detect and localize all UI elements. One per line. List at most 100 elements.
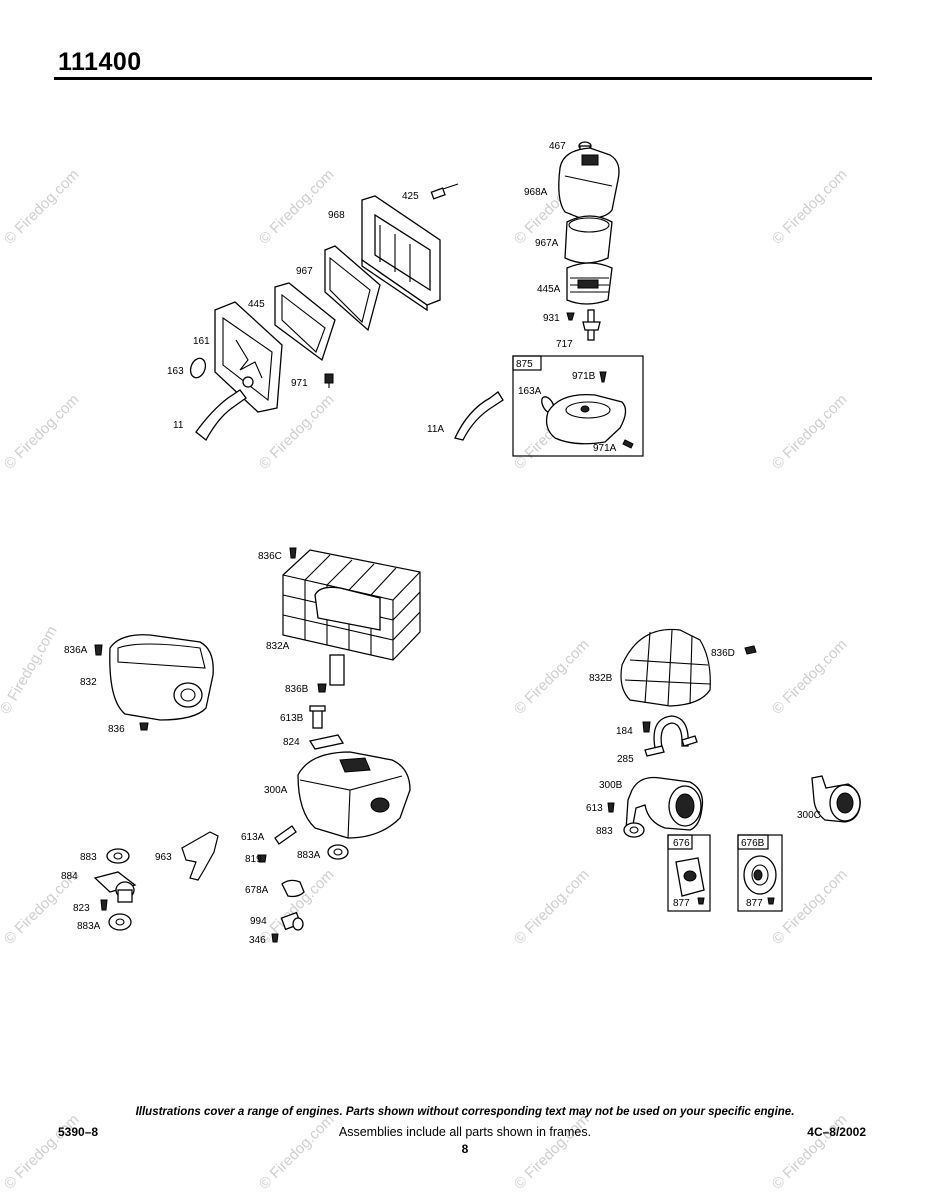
screw-971B xyxy=(599,371,607,383)
label-717: 717 xyxy=(556,339,573,350)
screw-836B xyxy=(317,683,327,693)
label-823: 823 xyxy=(73,903,90,914)
watermark-text: © Firedog.com xyxy=(256,866,338,948)
watermark-text: © Firedog.com xyxy=(256,166,338,248)
label-994: 994 xyxy=(250,916,267,927)
label-883: 883 xyxy=(80,852,97,863)
stud-717 xyxy=(582,309,601,341)
label-445: 445 xyxy=(248,299,265,310)
guard-832B xyxy=(620,628,711,707)
muffler-832 xyxy=(109,634,214,721)
precleaner-445 xyxy=(274,282,336,362)
base-875 xyxy=(545,393,627,445)
label-836D: 836D xyxy=(711,648,735,659)
label-836C: 836C xyxy=(258,551,282,562)
label-300B: 300B xyxy=(599,780,623,791)
label-832A: 832A xyxy=(266,641,290,652)
screw-425 xyxy=(430,183,459,200)
part-931 xyxy=(566,312,575,321)
footer-note: Illustrations cover a range of engines. … xyxy=(135,1106,795,1118)
bolt-613B xyxy=(309,705,326,729)
label-163A: 163A xyxy=(518,386,542,397)
watermark-text: © Firedog.com xyxy=(769,391,851,473)
label-445A: 445A xyxy=(537,284,561,295)
deflector-678A xyxy=(281,879,305,898)
screw-613 xyxy=(607,802,615,813)
label-968A: 968A xyxy=(524,187,548,198)
gasket-883 xyxy=(106,848,130,864)
oval-air-cleaner-assembly xyxy=(454,141,644,457)
label-676B: 676B xyxy=(741,838,765,849)
plate-824 xyxy=(308,734,345,750)
cover-968A xyxy=(558,147,620,219)
label-161: 161 xyxy=(193,336,210,347)
label-963: 963 xyxy=(155,852,172,863)
base-161 xyxy=(214,301,283,413)
label-836: 836 xyxy=(108,724,125,735)
frame-676B-tag xyxy=(737,834,769,850)
tube-11 xyxy=(195,389,247,441)
label-11: 11 xyxy=(173,420,184,431)
label-285: 285 xyxy=(617,754,634,765)
part-labels: 467 968A 967A 445A 931 717 875 971B 163A… xyxy=(61,141,821,946)
label-425: 425 xyxy=(402,191,419,202)
element-445A xyxy=(566,262,613,305)
label-875: 875 xyxy=(516,359,533,370)
label-877-a: 877 xyxy=(673,898,690,909)
part-346 xyxy=(271,933,279,943)
footer-assemblies-note: Assemblies include all parts shown in fr… xyxy=(338,1125,592,1139)
label-967A: 967A xyxy=(535,238,559,249)
label-931: 931 xyxy=(543,313,560,324)
gasket-883A-right xyxy=(327,844,349,860)
label-184: 184 xyxy=(616,726,633,737)
page-title: 111400 xyxy=(58,48,142,76)
watermark-text: © Firedog.com xyxy=(769,866,851,948)
watermark-text: © Firedog.com xyxy=(769,636,851,718)
frame-875-tag xyxy=(512,355,542,371)
filter-967 xyxy=(324,245,381,332)
label-877-b: 877 xyxy=(746,898,763,909)
label-824: 824 xyxy=(283,737,300,748)
frame-875 xyxy=(512,355,644,457)
label-836A: 836A xyxy=(64,645,88,656)
screw-836D xyxy=(744,645,757,655)
bracket-963 xyxy=(181,831,219,881)
screw-836C xyxy=(289,547,297,559)
footer-doc-number: 5390–8 xyxy=(58,1125,99,1139)
screw-823 xyxy=(100,899,108,911)
label-968: 968 xyxy=(328,210,345,221)
label-678A: 678A xyxy=(245,885,269,896)
watermark-text: © Firedog.com xyxy=(0,623,61,717)
muffler-300B xyxy=(625,776,704,831)
label-300C: 300C xyxy=(797,810,821,821)
label-300A: 300A xyxy=(264,785,288,796)
muffler-300A xyxy=(297,751,411,839)
gasket-883-right xyxy=(623,822,645,838)
watermark-text: © Firedog.com xyxy=(769,166,851,248)
label-832: 832 xyxy=(80,677,97,688)
label-883-right: 883 xyxy=(596,826,613,837)
label-613: 613 xyxy=(586,803,603,814)
label-884: 884 xyxy=(61,871,78,882)
frame-676-tag xyxy=(667,834,693,850)
deflector-parts xyxy=(93,831,305,943)
watermark-text: © Firedog.com xyxy=(511,636,593,718)
gasket-163 xyxy=(189,357,207,379)
bracket-884 xyxy=(93,871,137,903)
label-163: 163 xyxy=(167,366,184,377)
watermark-text: © Firedog.com xyxy=(1,166,83,248)
label-971: 971 xyxy=(291,378,308,389)
label-613A: 613A xyxy=(241,832,265,843)
watermark-text: © Firedog.com xyxy=(1,391,83,473)
screw-877-b xyxy=(767,897,775,905)
air-cleaner-assembly xyxy=(189,183,459,441)
clamp-285 xyxy=(644,715,698,757)
part-819 xyxy=(257,854,267,863)
label-11A: 11A xyxy=(427,424,444,435)
deflector-676B xyxy=(743,855,777,895)
tube-11A xyxy=(454,391,504,441)
label-883A-right: 883A xyxy=(297,850,321,861)
label-967: 967 xyxy=(296,266,313,277)
screw-836A xyxy=(94,644,103,656)
page-number: 8 xyxy=(461,1142,469,1156)
